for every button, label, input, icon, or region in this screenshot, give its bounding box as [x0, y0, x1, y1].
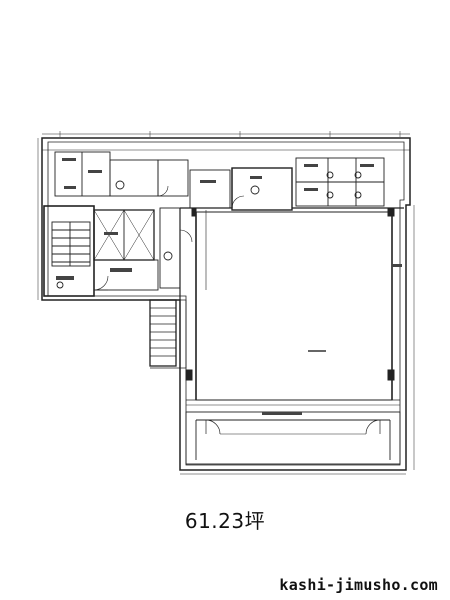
floor-area-label: 61.23坪: [184, 509, 266, 533]
service-rooms: [54, 151, 385, 211]
partition-walls: [179, 168, 404, 300]
exterior-stairs: [149, 299, 187, 369]
stair-core: [43, 205, 181, 297]
site-watermark: kashi-jimusho.com: [279, 576, 438, 594]
window-wall: [185, 411, 401, 465]
dimension-marks: [37, 131, 415, 475]
drawing-annotations: [56, 158, 402, 415]
door-swings: [93, 185, 245, 291]
main-office: [185, 207, 400, 406]
